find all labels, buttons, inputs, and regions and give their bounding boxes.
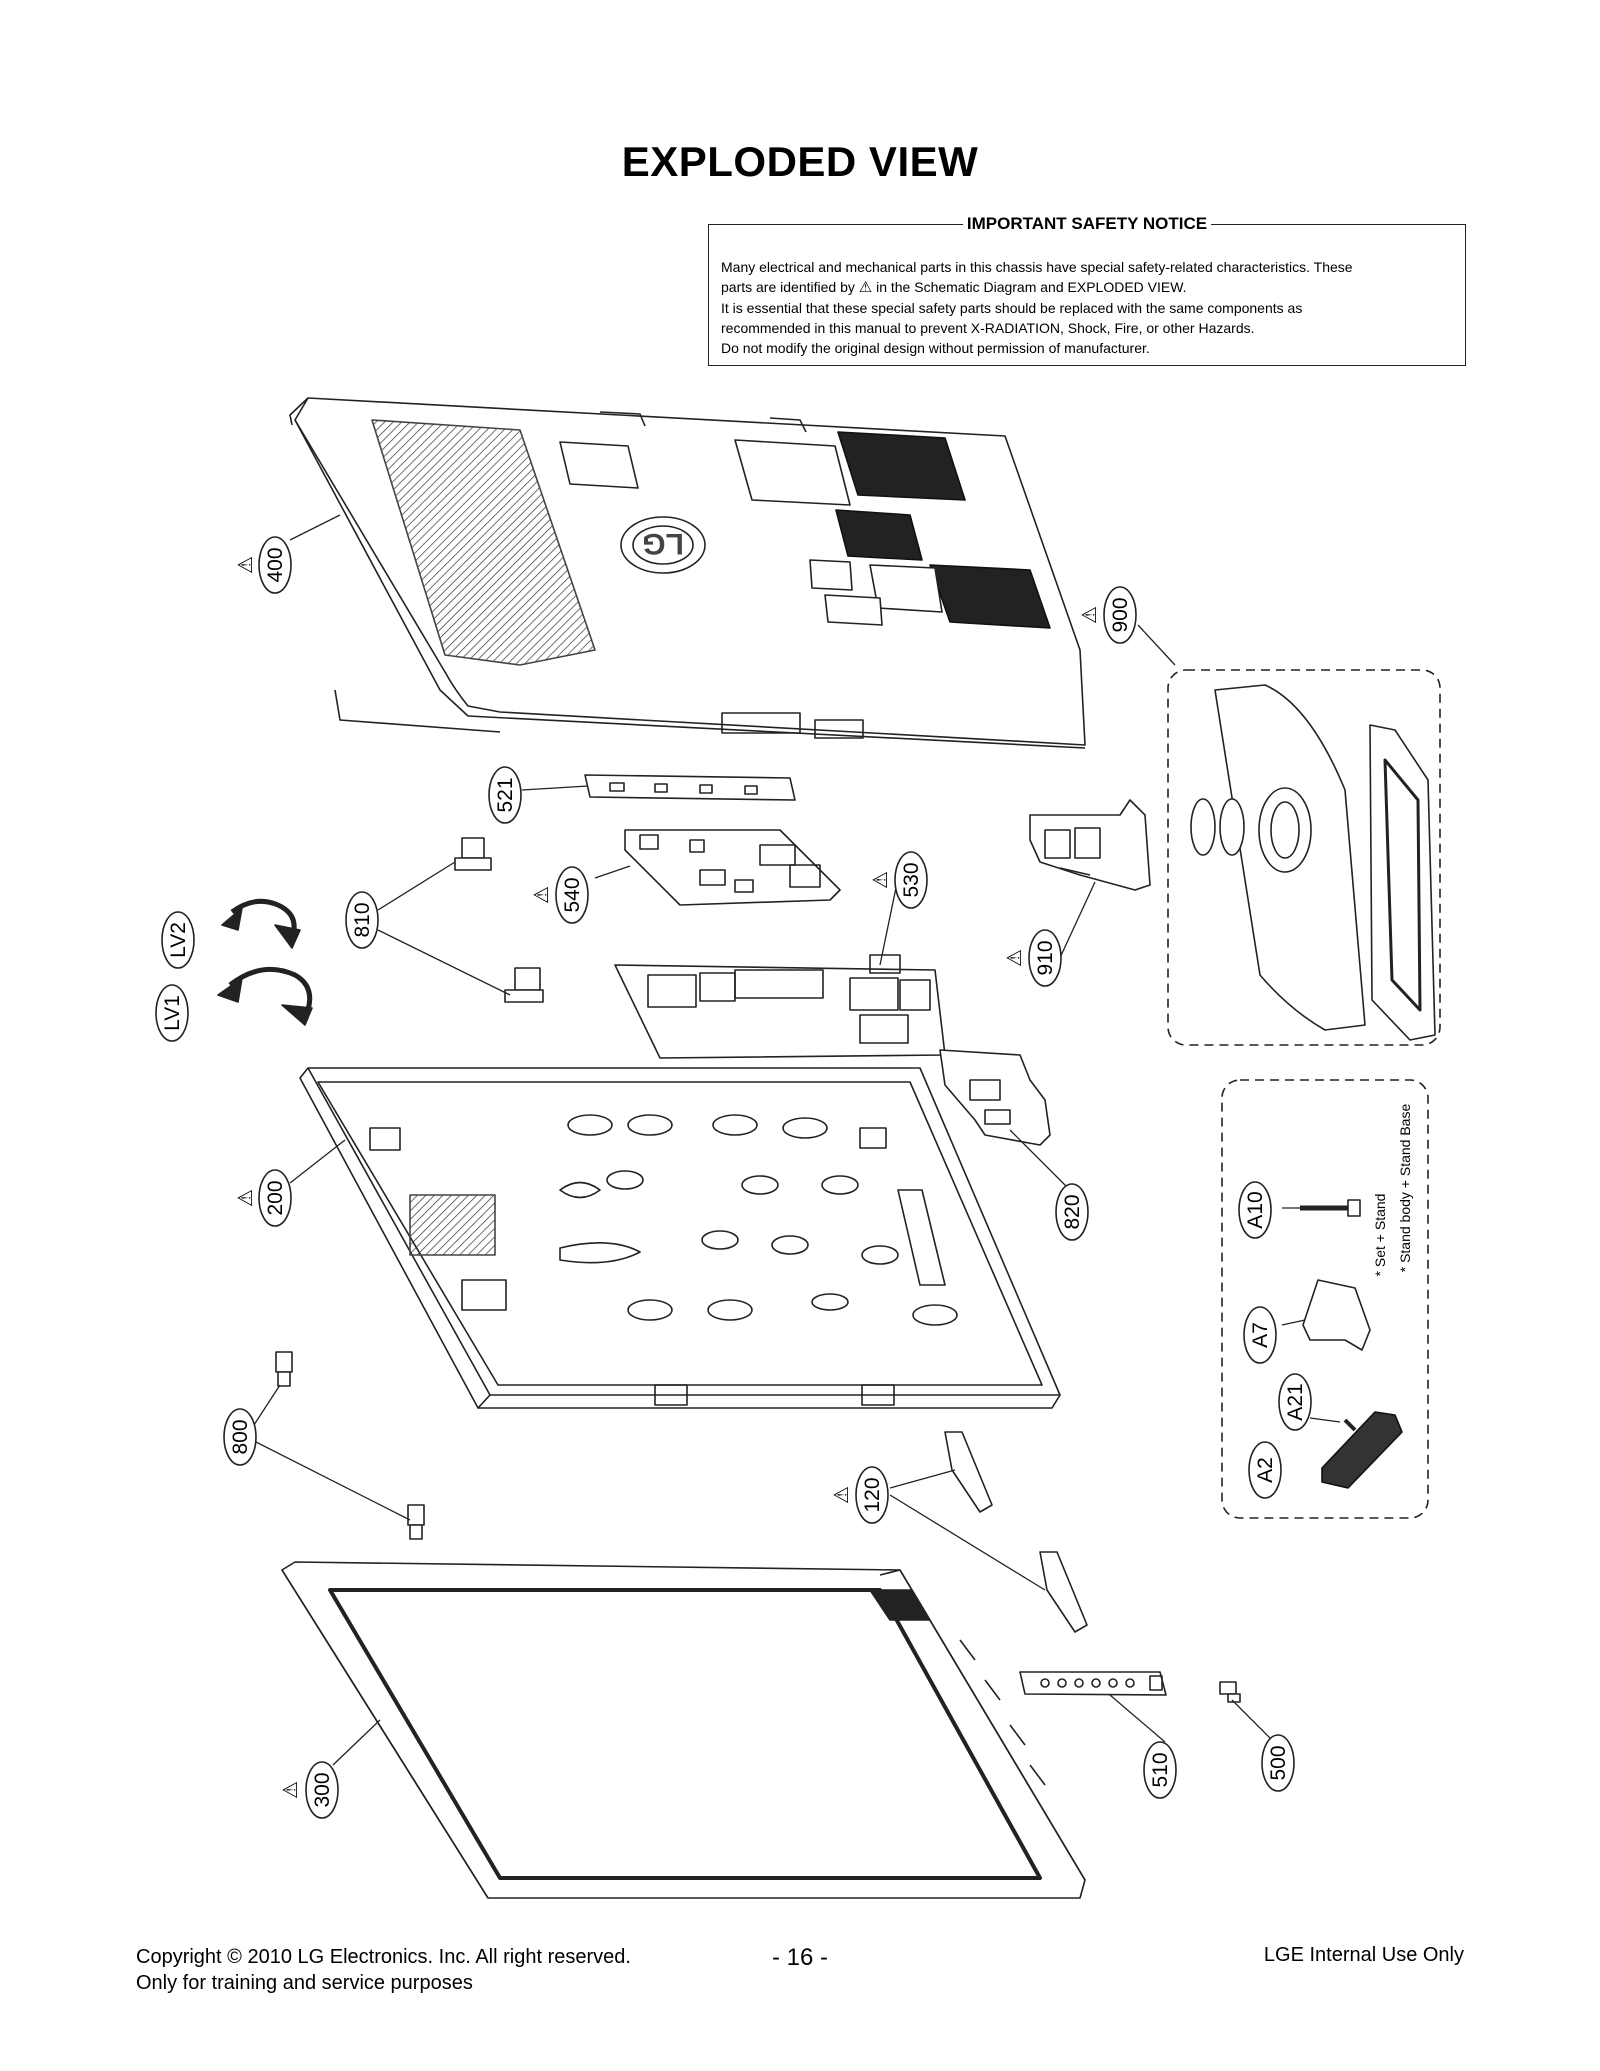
part-label-500: 500	[1267, 1745, 1290, 1780]
notice-line-1: Many electrical and mechanical parts in …	[721, 259, 1353, 275]
warning-triangle-icon: ⚠	[858, 279, 873, 296]
part-label-lv2: LV2	[167, 922, 190, 958]
part-label-900: 900	[1109, 597, 1132, 632]
notice-line-3: It is essential that these special safet…	[721, 300, 1303, 316]
bracket-521-part	[584, 774, 796, 801]
notice-line-2: parts are identified by ⚠ in the Schemat…	[721, 279, 1187, 296]
part-label-540: 540	[561, 877, 584, 912]
part-label-120: 120	[861, 1477, 884, 1512]
warning-triangle-icon: ⚠	[233, 556, 257, 574]
stand-note-1: * Set + Stand	[1372, 1194, 1388, 1277]
part-label-a2: A2	[1254, 1457, 1277, 1483]
warning-triangle-icon: ⚠	[829, 1486, 853, 1504]
bracket-820-part	[939, 1049, 1051, 1146]
ir-sensor-500-part	[1219, 1681, 1241, 1703]
part-label-800: 800	[229, 1419, 252, 1454]
part-label-510: 510	[1149, 1752, 1172, 1787]
page-number: - 16 -	[771, 1944, 828, 1971]
part-label-a21: A21	[1284, 1383, 1307, 1420]
copyright-line-2: Only for training and service purposes	[136, 1972, 473, 1994]
warning-triangle-icon: ⚠	[529, 886, 553, 904]
part-label-530: 530	[900, 862, 923, 897]
footer-copyright: Copyright © 2010 LG Electronics. Inc. Al…	[136, 1944, 631, 1996]
chassis-frame-200-part	[299, 1067, 1061, 1409]
footer-internal-use: LGE Internal Use Only	[1263, 1944, 1464, 1966]
part-label-200: 200	[264, 1180, 287, 1215]
stand-accessories-group	[1221, 1079, 1429, 1519]
warning-triangle-icon: ⚠	[1002, 949, 1026, 967]
speaker-120-part	[944, 1431, 1088, 1633]
lvds-cable-lv1	[217, 966, 313, 1026]
notice-line-4: recommended in this manual to prevent X-…	[721, 320, 1255, 336]
stand-bracket-910-part	[1029, 799, 1151, 891]
copyright-line-1: Copyright © 2010 LG Electronics. Inc. Al…	[136, 1946, 631, 1968]
notice-line-5: Do not modify the original design withou…	[721, 340, 1150, 356]
part-label-300: 300	[311, 1772, 334, 1807]
part-label-810: 810	[351, 902, 374, 937]
part-label-a10: A10	[1244, 1191, 1267, 1228]
part-label-lv1: LV1	[161, 995, 184, 1031]
part-label-910: 910	[1034, 940, 1057, 975]
clip-800-part	[275, 1351, 425, 1540]
lvds-cable-lv2	[221, 898, 301, 949]
stand-assembly-900-group	[1167, 669, 1441, 1046]
main-board-540-part	[624, 829, 841, 906]
safety-notice-body: Many electrical and mechanical parts in …	[721, 257, 1453, 358]
front-bezel-300-part	[281, 1561, 1086, 1899]
bracket-810-part	[454, 837, 544, 1003]
part-label-820: 820	[1061, 1194, 1084, 1229]
warning-triangle-icon: ⚠	[233, 1189, 257, 1207]
safety-notice-box: IMPORTANT SAFETY NOTICE Many electrical …	[708, 214, 1466, 366]
page-title: EXPLODED VIEW	[621, 138, 979, 185]
back-cover-part	[289, 397, 1086, 749]
warning-triangle-icon: ⚠	[868, 871, 892, 889]
lg-logo-mark: LG	[642, 527, 684, 560]
part-label-a7: A7	[1249, 1322, 1272, 1348]
warning-triangle-icon: ⚠	[278, 1781, 302, 1799]
control-board-510-part	[1019, 1671, 1167, 1696]
leader-lines	[251, 514, 1341, 1766]
power-board-530-part	[614, 954, 946, 1059]
part-label-521: 521	[494, 777, 517, 812]
part-label-400: 400	[264, 547, 287, 582]
safety-notice-heading: IMPORTANT SAFETY NOTICE	[962, 214, 1212, 233]
stand-note-2: * Stand body + Stand Base	[1397, 1104, 1413, 1273]
warning-triangle-icon: ⚠	[1077, 606, 1101, 624]
